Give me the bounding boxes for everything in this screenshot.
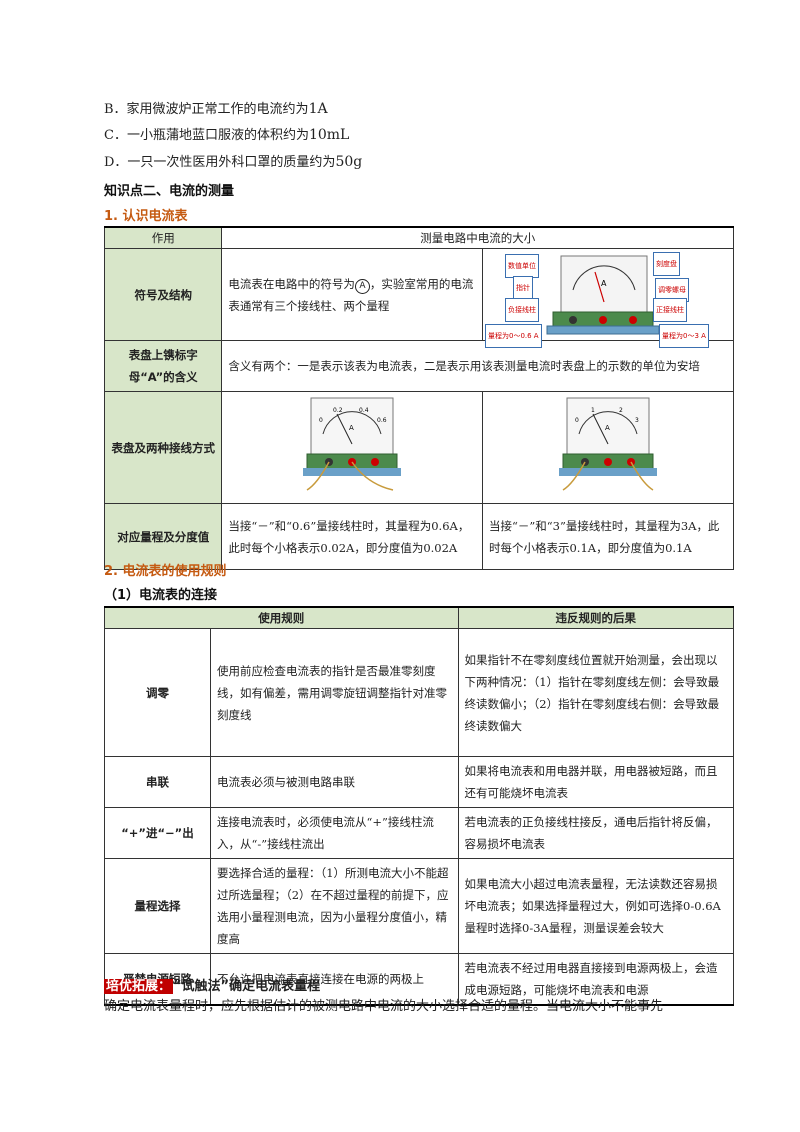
option-b-value: 1A [308,101,328,117]
rule-text: 要选择合适的量程：（1）所测电流大小不能超过所选量程；（2）在不超过量程的前提下… [209,858,459,954]
rule-row-series: 串联 电流表必须与被测电路串联 如果将电流表和用电器并联，用电器被短路，而且还有… [104,756,735,808]
expand-heading: 培优拓展：“试触法”确定电流表量程 [104,975,320,994]
letter-label: 表盘上镌标字母“A”的含义 [103,340,223,392]
callout-pointer: 指针 [512,275,533,300]
left-unit: A [349,424,354,432]
rule-label: 调零 [104,628,211,757]
option-b-text: B．家用微波炉正常工作的电流约为 [104,102,309,117]
range-right: 当接“－”和“3”量接线柱时，其量程为3A，此时每个小格表示0.1A，即分度值为… [481,503,735,570]
callout-dial: 刻度盘 [652,251,680,276]
ammeter-symbol-icon: A [354,278,370,294]
option-c-value: 10mL [308,127,350,143]
right-unit: A [605,424,610,432]
rule-consequence: 若电流表不经过用电器直接接到电源两极上，会造成电源短路，可能烧坏电流表和电源 [457,953,735,1006]
callout-positive-terminal: 正接线柱 [652,297,687,322]
ammeter-structure-figure: A 数值单位 刻度盘 指针 调零螺母 负接线柱 正接线柱 量程为0～0.6 A … [481,248,735,348]
rule-text: 连接电流表时，必须使电流从“+”接线柱流入，从“-”接线柱流出 [209,807,459,859]
rule-text: 不允许把电流表直接连接在电源的两极上 [209,953,459,1006]
rule-row-range: 量程选择 要选择合适的量程：（1）所测电流大小不能超过所选量程；（2）在不超过量… [104,858,735,954]
header-consequence: 违反规则的后果 [457,606,735,629]
section-title: 知识点二、电流的测量 [104,184,235,199]
callout-unit: 数值单位 [504,253,539,278]
rules-header: 使用规则 违反规则的后果 [104,606,735,629]
right-tick-0: 0 [575,417,579,424]
option-d-text: D．一只一次性医用外科口罩的质量约为 [104,155,336,170]
rule-text: 电流表必须与被测电路串联 [209,756,459,808]
rule-consequence: 若电流表的正负接线柱接反，通电后指针将反偏，容易损坏电流表 [457,807,735,859]
range-label: 对应量程及分度值 [103,503,223,570]
row-use: 作用 测量电路中电流的大小 [103,226,734,249]
rule-label: 量程选择 [104,858,211,954]
right-tick-2: 2 [619,407,623,414]
expand-paragraph: 确定电流表量程时，应先根据估计的被测电路中电流的大小选择合适的量程。当电流大小不… [104,999,664,1014]
rule-text: 使用前应检查电流表的指针是否最准零刻度线，如有偏差，需用调零旋钮调整指针对准零刻… [209,628,459,757]
left-tick-0: 0 [319,417,323,424]
option-c: C．一小瓶蒲地蓝口服液的体积约为10mL [104,124,349,143]
left-tick-3: 0.6 [377,417,387,424]
dial-label: 表盘及两种接线方式 [103,391,223,504]
use-value: 测量电路中电流的大小 [221,226,734,249]
option-b: B．家用微波炉正常工作的电流约为1A [104,98,328,117]
left-tick-1: 0.2 [333,407,343,414]
subsection-title-2: 2. 电流表的使用规则 [104,564,227,579]
rule-row-polarity: “+”进“−”出 连接电流表时，必须使电流从“+”接线柱流入，从“-”接线柱流出… [104,807,735,859]
left-tick-2: 0.4 [359,407,369,414]
usage-rules-table: 使用规则 违反规则的后果 调零 使用前应检查电流表的指针是否最准零刻度线，如有偏… [104,606,735,1006]
subsection-title-2-1: （1）电流表的连接 [104,588,218,603]
meter-left-cell: 0 0.2 0.4 0.6 A [221,391,483,504]
header-rule: 使用规则 [104,606,459,629]
callout-negative-terminal: 负接线柱 [504,297,539,322]
ammeter-small-range-figure: 0 0.2 0.4 0.6 A [303,397,402,491]
row-letter-meaning: 表盘上镌标字母“A”的含义 含义有两个：一是表示该表为电流表，二是表示用该表测量… [103,340,734,392]
callout-range-large: 量程为0～3 A [658,323,709,348]
rule-consequence: 如果指针不在零刻度线位置就开始测量，会出现以下两种情况：（1）指针在零刻度线左侧… [457,628,735,757]
range-left: 当接“－”和“0.6”量接线柱时，其量程为0.6A，此时每个小格表示0.02A，… [221,503,483,570]
right-tick-1: 1 [591,407,595,414]
option-c-text: C．一小瓶蒲地蓝口服液的体积约为 [104,128,309,143]
rule-consequence: 如果电流大小超过电流表量程，无法读数还容易损坏电流表；如果选择量程过大，例如可选… [457,858,735,954]
meter-right-cell: 0 1 2 3 A [481,391,735,504]
rule-consequence: 如果将电流表和用电器并联，用电器被短路，而且还有可能烧坏电流表 [457,756,735,808]
expand-title: “试触法”确定电流表量程 [173,979,321,994]
row-dial: 表盘及两种接线方式 0 0.2 0.4 0.6 A [103,391,735,504]
symbol-label: 符号及结构 [103,248,223,341]
callout-range-small: 量程为0～0.6 A [484,323,542,348]
ammeter-large-range-figure: 0 1 2 3 A [558,397,657,491]
expand-tag: 培优拓展： [104,979,174,994]
option-d: D．一只一次性医用外科口罩的质量约为50g [104,151,362,170]
subsection-title-1: 1. 认识电流表 [104,209,188,224]
letter-value: 含义有两个：一是表示该表为电流表，二是表示用该表测量电流时表盘上的示数的单位为安… [221,340,734,392]
use-label: 作用 [103,226,223,249]
right-tick-3: 3 [635,417,639,424]
row-range: 对应量程及分度值 当接“－”和“0.6”量接线柱时，其量程为0.6A，此时每个小… [103,503,735,570]
ammeter-structure-unit: A [601,279,607,288]
rule-label: “+”进“−”出 [104,807,211,859]
option-d-value: 50g [335,154,363,170]
rule-row-zero: 调零 使用前应检查电流表的指针是否最准零刻度线，如有偏差，需用调零旋钮调整指针对… [104,628,735,757]
ammeter-structure-drawing: A [546,255,660,334]
rule-label: 串联 [104,756,211,808]
